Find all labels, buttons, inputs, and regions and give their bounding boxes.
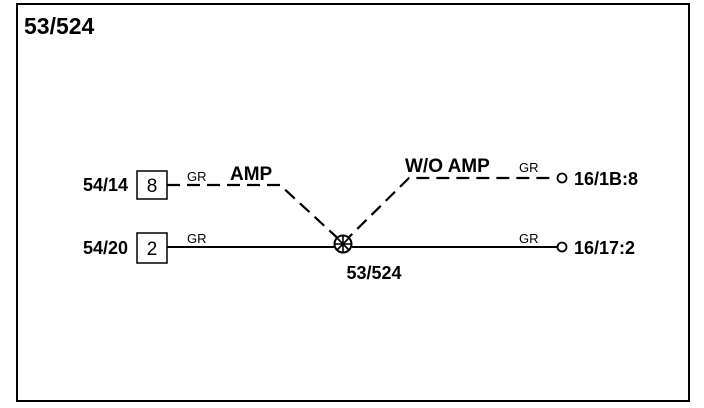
connector-54-20-label: 54/20 <box>83 238 128 258</box>
wire-amp-dashed <box>167 183 344 244</box>
splice-icon <box>333 234 353 254</box>
wire-left-color-code: GR <box>187 231 207 246</box>
connector-54-20-pin-number: 2 <box>147 239 158 260</box>
wire-wo-amp-option-label: W/O AMP <box>405 156 490 177</box>
terminal-16-17-2-ring <box>556 241 568 253</box>
wire-wo-amp-color-code: GR <box>519 160 539 175</box>
connector-54-14-label: 54/14 <box>83 175 128 195</box>
terminal-16-17-2-label: 16/17:2 <box>574 238 635 258</box>
connector-54-14-pin-box <box>136 170 168 200</box>
diagram-frame <box>16 3 690 402</box>
wire-amp-color-code: GR <box>187 169 207 184</box>
terminal-16-1b-8-ring <box>556 172 568 184</box>
splice-label: 53/524 <box>346 263 401 283</box>
diagram-title: 53/524 <box>24 13 95 39</box>
wire-wo-amp-dashed <box>342 176 556 244</box>
connector-54-14-pin-number: 8 <box>147 176 158 197</box>
wire-right-color-code: GR <box>519 231 539 246</box>
wire-amp-option-label: AMP <box>230 164 273 185</box>
terminal-16-1b-8-label: 16/1B:8 <box>574 169 638 189</box>
